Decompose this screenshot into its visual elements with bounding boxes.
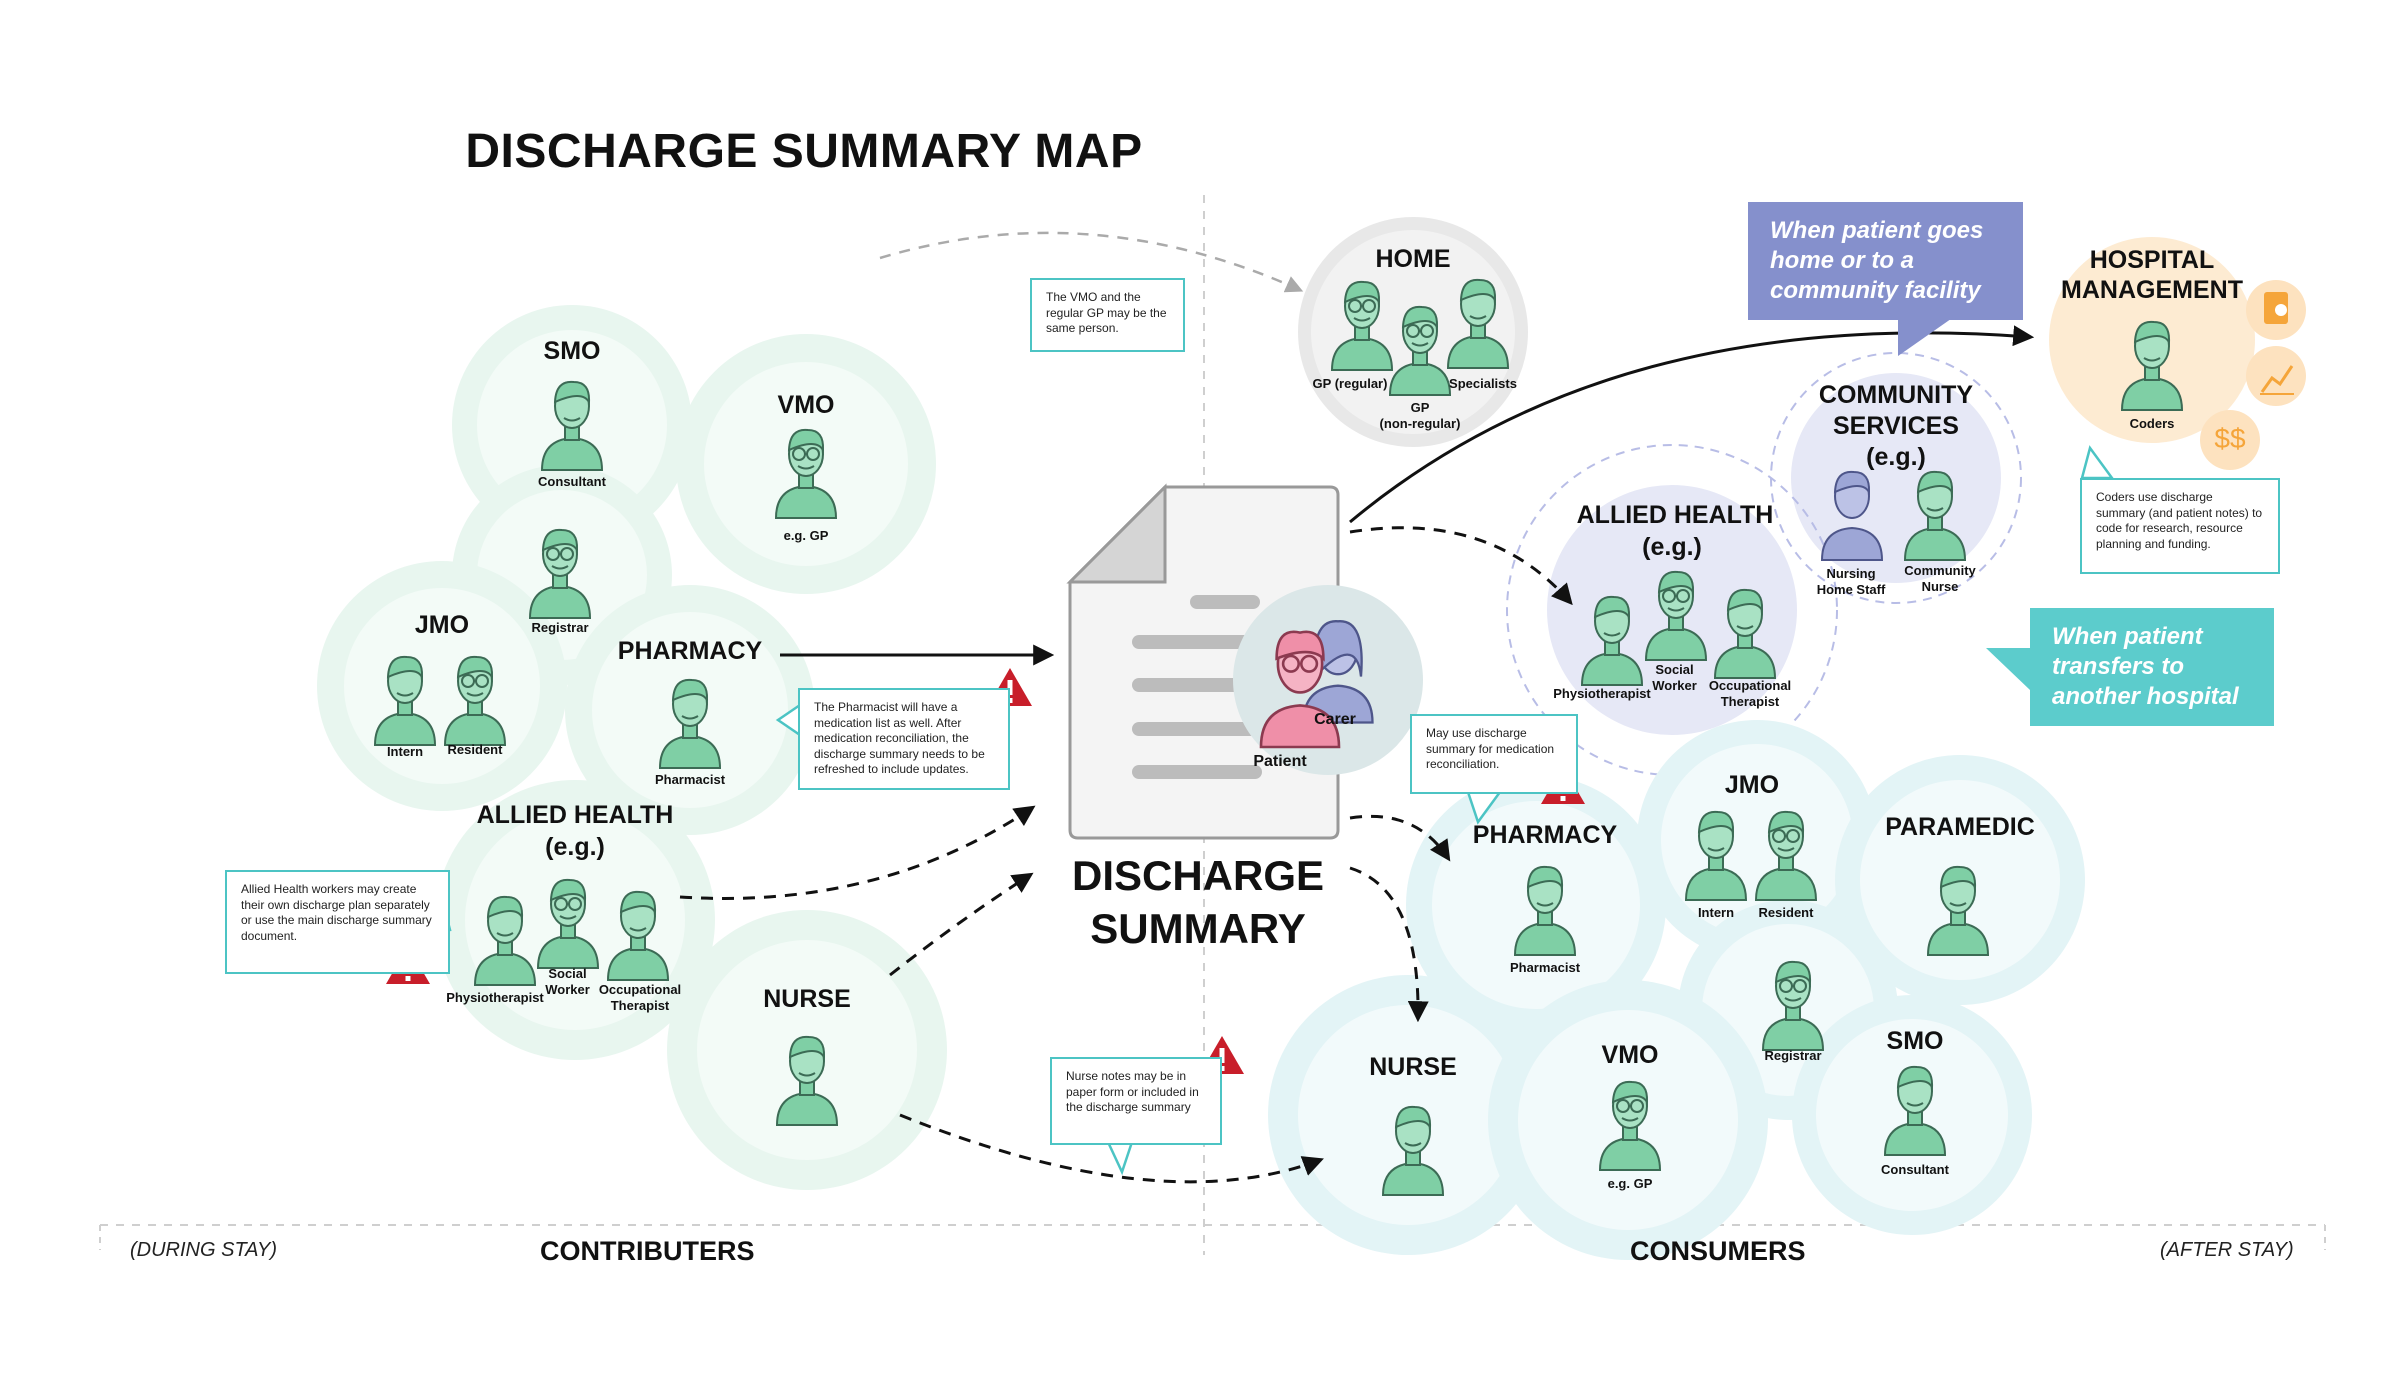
jmo-consumer-title: JMO [1724,771,1780,799]
registrar-consumer-label: Registrar [1764,1048,1822,1063]
home-title: HOME [1375,245,1451,273]
community-nurse-label: Community Nurse [1895,563,1985,594]
intern-consumer-label: Intern [1697,905,1735,920]
allied-note: Allied Health workers may create their o… [225,870,450,974]
resident-consumer-label: Resident [1758,905,1814,920]
hospital-management-title: HOSPITAL MANAGEMENT [2042,245,2262,305]
consultant-consumer-label: Consultant [1881,1162,1949,1177]
social-worker-consumer-line2: Worker [1652,677,1697,693]
patient-label: Patient [1253,753,1307,770]
gp-non-regular-label: GP (non-regular) [1370,400,1470,431]
during-stay-label: (DURING STAY) [130,1239,278,1261]
ot-consumer-label: Occupational Therapist [1700,678,1800,709]
coders-label: Coders [2129,416,2175,431]
jmo-title: JMO [414,611,470,639]
physiotherapist-consumer-label: Physiotherapist [1553,686,1651,701]
smo-title: SMO [543,337,601,365]
discharge-summary-title: DISCHARGE SUMMARY [1048,850,1348,955]
allied-consumer-arrow [1349,526,1573,606]
chart-icon [2260,365,2294,395]
discharge-summary-title-line1: DISCHARGE [1071,852,1325,899]
vmo-home-link [879,231,1304,293]
community-sub: (e.g.) [1866,443,1926,471]
allied-sub: (e.g.) [545,833,605,861]
nursing-home-label: Nursing Home Staff [1806,566,1896,597]
dollar-icon: $$ [2214,423,2246,454]
resident-label: Resident [447,742,503,757]
registrar-label: Registrar [531,620,589,635]
nurse-note: Nurse notes may be in paper form or incl… [1050,1057,1222,1145]
community-nurse-line1: Community [1904,563,1976,578]
pharmacist-label: Pharmacist [654,772,726,787]
hospital-management-line1: HOSPITAL [2089,246,2215,274]
carer-label: Carer [1314,711,1356,728]
gp-non-line1: GP [1410,400,1430,415]
allied-arrow [679,805,1036,900]
hospital-management-line2: MANAGEMENT [2061,276,2243,304]
pharmacist-consumer-label: Pharmacist [1509,960,1581,975]
goes-home-banner: When patient goes home or to a community… [1748,202,2023,320]
ot-label: Occupational Therapist [590,982,690,1013]
consultant-label: Consultant [538,474,606,489]
gp-regular-label: GP (regular) [1312,376,1388,391]
smo-consumer-title: SMO [1886,1027,1944,1055]
gp-non-line2: (non-regular) [1379,415,1461,431]
book-icon [2264,292,2288,324]
nurse-arrow [889,872,1034,977]
ot-line1: Occupational [598,982,682,997]
patient-icon [1259,630,1341,749]
social-worker-line1: Social [548,966,587,981]
coders-note: Coders use discharge summary (and patien… [2080,478,2280,574]
ot-consumer-line1: Occupational [1708,678,1792,693]
community-title-line2: SERVICES [1833,412,1959,440]
contributors-label: CONTRIBUTERS [540,1236,755,1266]
page-title: DISCHARGE SUMMARY MAP [465,125,1143,178]
intern-label: Intern [386,744,424,759]
nursing-home-staff-icon [1820,470,1884,561]
ot-consumer-line2: Therapist [1720,693,1780,709]
paramedic-title: PARAMEDIC [1885,813,2035,841]
nurse-title: NURSE [763,985,851,1013]
nurse-consumer-arrow [1349,866,1429,1023]
vmo-gp-note: The VMO and the regular GP may be the sa… [1030,278,1185,352]
community-nurse-line2: Nurse [1921,578,1959,594]
nurse-consumer-title: NURSE [1369,1053,1457,1081]
vmo-title: VMO [777,391,835,419]
community-title-line1: COMMUNITY [1818,381,1974,409]
after-stay-label: (AFTER STAY) [2160,1239,2294,1261]
nurse-to-nurse-arrow [899,1113,1324,1184]
physiotherapist-label: Physiotherapist [446,990,544,1005]
discharge-summary-title-line2: SUMMARY [1090,904,1306,952]
allied-consumer-sub: (e.g.) [1642,533,1702,561]
social-worker-consumer-label: Social Worker [1642,662,1707,693]
pharmacy-title: PHARMACY [617,637,763,665]
pharmacy-consumer-note: May use discharge summary for medication… [1410,714,1578,794]
vmo-consumer-role: e.g. GP [1607,1176,1653,1191]
consumers-label: CONSUMERS [1630,1236,1806,1266]
specialists-label: Specialists [1449,376,1517,391]
discharge-summary-document [1066,483,1423,840]
social-worker-line2: Worker [545,981,590,997]
transfers-banner: When patient transfers to another hospit… [2030,608,2274,726]
pharmacist-note: The Pharmacist will have a medication li… [798,688,1010,790]
allied-title: ALLIED HEALTH [476,801,674,829]
allied-consumer-title: ALLIED HEALTH [1576,501,1774,529]
ot-line2: Therapist [610,997,670,1013]
nursing-home-line1: Nursing [1826,566,1876,581]
nursing-home-line2: Home Staff [1816,581,1886,597]
social-worker-label: Social Worker [535,966,600,997]
vmo-consumer-title: VMO [1601,1041,1659,1069]
community-title: COMMUNITY SERVICES (e.g.) [1806,380,1986,473]
vmo-role: e.g. GP [783,528,829,543]
social-worker-consumer-line1: Social [1655,662,1694,677]
pharmacy-consumer-title: PHARMACY [1472,821,1618,849]
